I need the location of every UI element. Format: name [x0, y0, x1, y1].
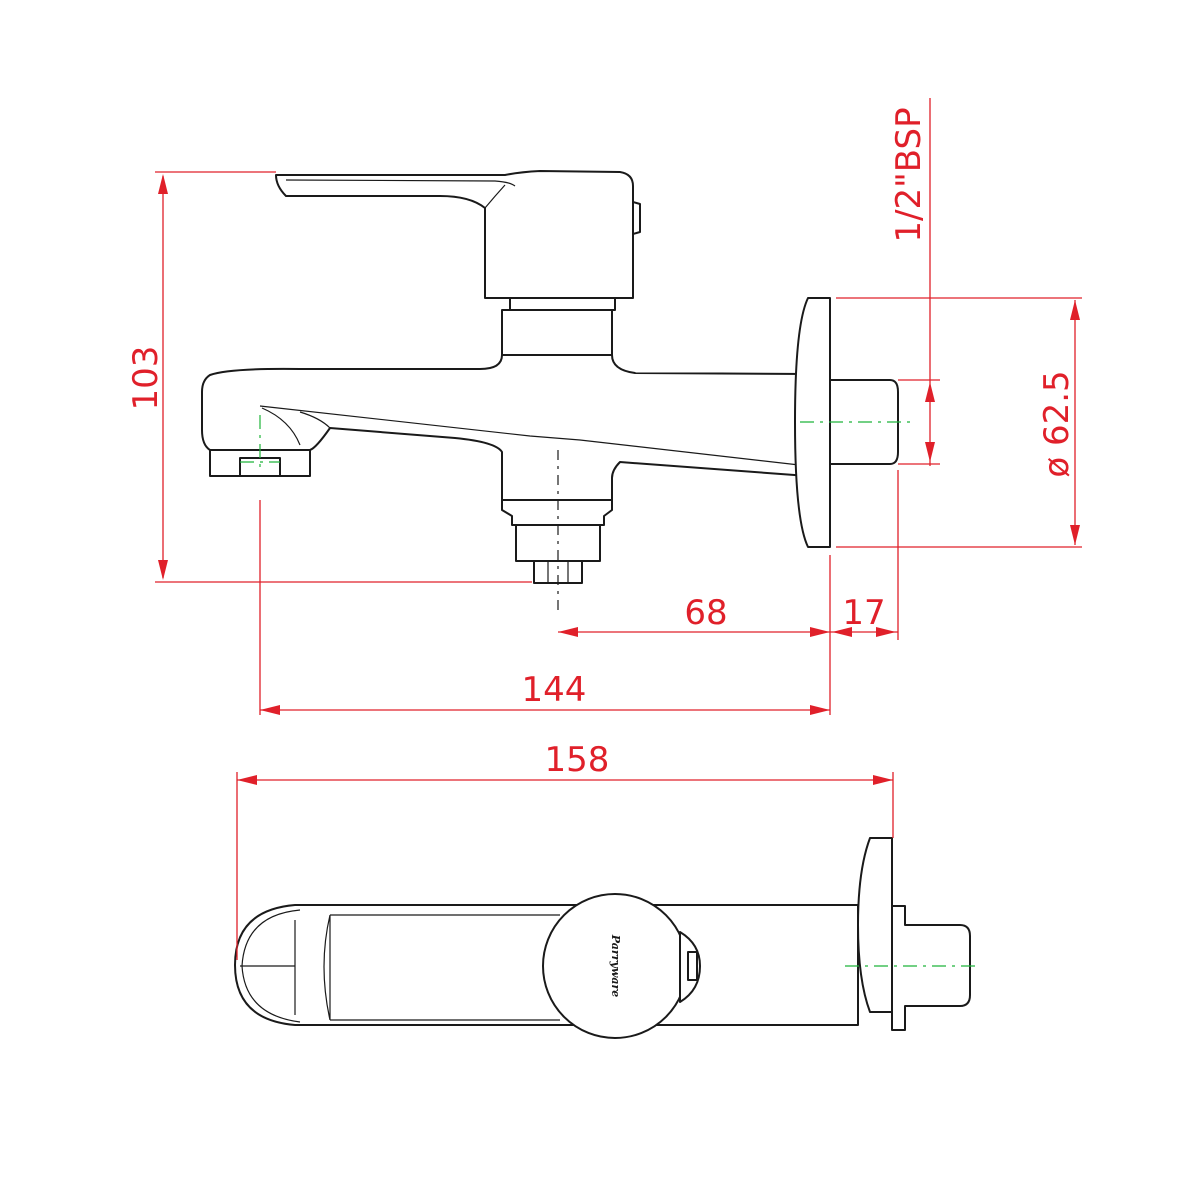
bottom-outlet-collar: [501, 499, 613, 526]
spout-inner-curve: [261, 407, 331, 446]
lever-handle: [275, 170, 634, 299]
arrow-head: [925, 442, 935, 462]
top-view-dimensions: 158: [236, 740, 894, 960]
top-spout-inner: [323, 914, 331, 1021]
dim-label-68: 68: [684, 593, 727, 633]
dim-label-diameter: ø 62.5: [1037, 370, 1077, 477]
side-view-dimensions: 103 1/2"BSP ø 62.5 68 17 144: [126, 98, 1082, 715]
arrow-head: [558, 627, 578, 637]
arrow-head: [1070, 525, 1080, 545]
lever-top-edge: [285, 179, 516, 209]
spout-body: [201, 354, 809, 501]
dim-label-height: 103: [126, 346, 166, 411]
top-flange: [857, 837, 893, 1013]
arrow-head: [158, 174, 168, 194]
brand-logo: Parryware: [609, 934, 622, 997]
spout-underside-line: [259, 405, 809, 467]
top-lever-button: [687, 951, 698, 981]
top-view: Parryware: [234, 837, 980, 1039]
arrow-head: [158, 560, 168, 580]
dim-label-thread: 1/2"BSP: [889, 107, 929, 242]
dim-label-17: 17: [842, 593, 885, 633]
side-view: [201, 170, 910, 610]
dim-label-144: 144: [522, 670, 587, 710]
arrow-head: [876, 627, 896, 637]
arrow-head: [810, 627, 830, 637]
arrow-head: [1070, 300, 1080, 320]
arrow-head: [832, 627, 852, 637]
cartridge-neck: [501, 309, 613, 356]
arrow-head: [925, 382, 935, 402]
arrow-head: [260, 705, 280, 715]
dim-label-158: 158: [545, 740, 610, 780]
lever-side-button: [632, 201, 641, 235]
arrow-head: [810, 705, 830, 715]
arrow-head: [237, 775, 257, 785]
top-connector: [891, 905, 971, 1031]
cartridge-ring: [509, 297, 616, 311]
arrow-head: [873, 775, 893, 785]
